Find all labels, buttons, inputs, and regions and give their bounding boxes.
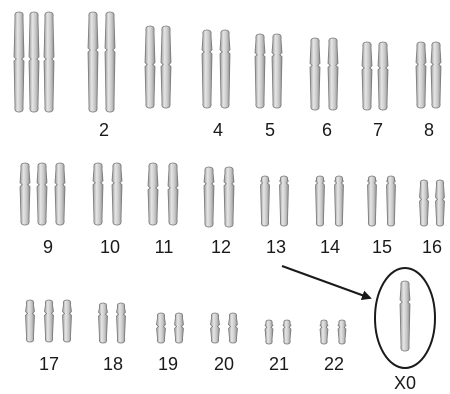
- chromosome-5-copy-1: [255, 34, 265, 108]
- label-chr-12: 12: [211, 237, 231, 257]
- chromosome-8-copy-1: [416, 42, 426, 108]
- chromosome-15-copy-1: [368, 176, 377, 226]
- chromosome-21-copy-2: [283, 320, 291, 344]
- chromosome-13-copy-2: [280, 176, 289, 226]
- chromosome-22-copy-2: [338, 320, 346, 344]
- label-chr-18: 18: [103, 354, 123, 374]
- label-chr-13: 13: [266, 237, 286, 257]
- label-chr-8: 8: [424, 120, 434, 140]
- chromosome-16-copy-1: [420, 180, 429, 226]
- chromosome-8-copy-2: [431, 42, 441, 108]
- label-chr-7: 7: [373, 120, 383, 140]
- pointer-arrow: [282, 266, 370, 298]
- chromosome-18-copy-2: [117, 303, 126, 343]
- chromosome-17-copy-1: [26, 300, 35, 342]
- chromosome-6-copy-2: [328, 38, 338, 110]
- label-chr-11: 11: [155, 237, 174, 257]
- label-sex-chromosome: X0: [394, 373, 416, 393]
- chromosome-12-copy-1: [204, 167, 214, 227]
- chromosome-17-copy-2: [45, 300, 54, 342]
- chromosome-10-copy-2: [112, 163, 122, 225]
- chromosome-20-copy-1: [211, 313, 220, 343]
- label-chr-14: 14: [320, 237, 340, 257]
- chromosome-3-copy-2: [161, 26, 171, 108]
- chromosome-10-copy-1: [93, 163, 103, 225]
- chromosome-2-copy-1: [88, 12, 98, 112]
- chromosome-15-copy-2: [387, 176, 396, 226]
- row3-labels: 17 18 19 20 21 22: [39, 354, 344, 374]
- row1-labels: 2 4 5 6 7 8: [99, 120, 434, 140]
- chromosome-14-copy-1: [316, 176, 325, 226]
- chromosome-1-copy-1: [14, 12, 24, 112]
- chromosome-4-copy-2: [220, 30, 230, 108]
- chromosome-12-copy-2: [224, 167, 234, 227]
- label-chr-10: 10: [100, 237, 120, 257]
- chromosome-1-copy-3: [44, 12, 54, 112]
- label-chr-2: 2: [99, 120, 109, 140]
- chromosome-set: [14, 12, 445, 351]
- chromosome-9-copy-2: [37, 163, 47, 225]
- chromosome-9-copy-3: [55, 163, 65, 225]
- label-chr-21: 21: [269, 354, 289, 374]
- chromosome-3-copy-1: [145, 26, 155, 108]
- chromosome-x: [400, 281, 410, 351]
- chromosome-19-copy-2: [175, 313, 184, 343]
- chromosome-17-copy-3: [63, 300, 72, 342]
- chromosome-16-copy-2: [436, 180, 445, 226]
- chromosome-9-copy-1: [20, 163, 30, 225]
- chromosome-4-copy-1: [202, 30, 212, 108]
- chromosome-1-copy-2: [29, 12, 39, 112]
- chromosome-22-copy-1: [320, 320, 328, 344]
- label-chr-5: 5: [265, 120, 275, 140]
- label-chr-9: 9: [43, 237, 53, 257]
- row2-labels: 9 10 11 12 13 14 15 16: [43, 237, 442, 257]
- chromosome-13-copy-1: [261, 176, 270, 226]
- chromosome-20-copy-2: [229, 313, 238, 343]
- label-chr-6: 6: [322, 120, 332, 140]
- chromosome-5-copy-2: [272, 34, 282, 108]
- label-chr-4: 4: [213, 120, 223, 140]
- chromosome-6-copy-1: [310, 38, 320, 110]
- chromosome-7-copy-1: [362, 42, 372, 110]
- chromosome-11-copy-1: [148, 163, 158, 225]
- label-chr-19: 19: [158, 354, 178, 374]
- label-chr-16: 16: [422, 237, 442, 257]
- chromosome-7-copy-2: [378, 42, 388, 110]
- chromosome-2-copy-2: [105, 12, 115, 112]
- label-chr-17: 17: [39, 354, 59, 374]
- chromosome-11-copy-2: [168, 163, 178, 225]
- chromosome-14-copy-2: [335, 176, 344, 226]
- chromosome-19-copy-1: [157, 313, 166, 343]
- label-chr-15: 15: [372, 237, 392, 257]
- label-chr-20: 20: [214, 354, 234, 374]
- chromosome-21-copy-1: [265, 320, 273, 344]
- chromosome-18-copy-1: [99, 303, 108, 343]
- label-chr-22: 22: [324, 354, 344, 374]
